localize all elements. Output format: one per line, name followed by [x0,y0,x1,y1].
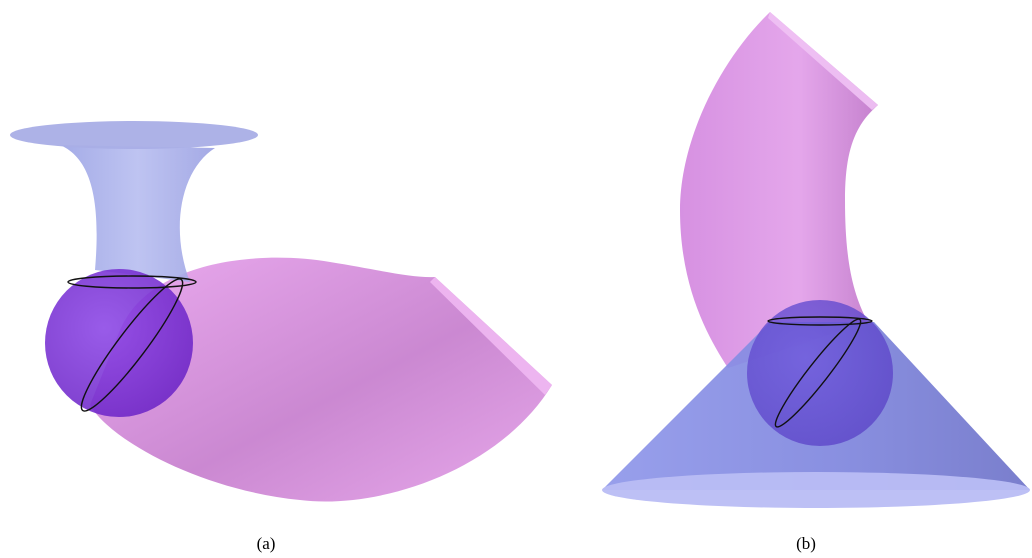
panel-a [10,121,552,502]
tube-surface-b [680,12,878,368]
hyperboloid-top-disk-a [10,121,258,149]
contour-horizontal-a [67,275,197,289]
cone-base-b [602,472,1030,508]
caption-a: (a) [256,534,276,553]
caption-b: (b) [796,534,816,553]
tube-end-a [430,277,552,395]
contour-diagonal-b [774,318,862,428]
tube-end-b [768,12,878,110]
sphere-a [45,269,193,417]
contour-horizontal-b [767,316,873,326]
panel-b [602,12,1030,508]
contour-diagonal-a [80,278,184,412]
hyperboloid-a [60,145,215,282]
sphere-b [747,300,893,446]
tube-surface-a [90,257,552,502]
